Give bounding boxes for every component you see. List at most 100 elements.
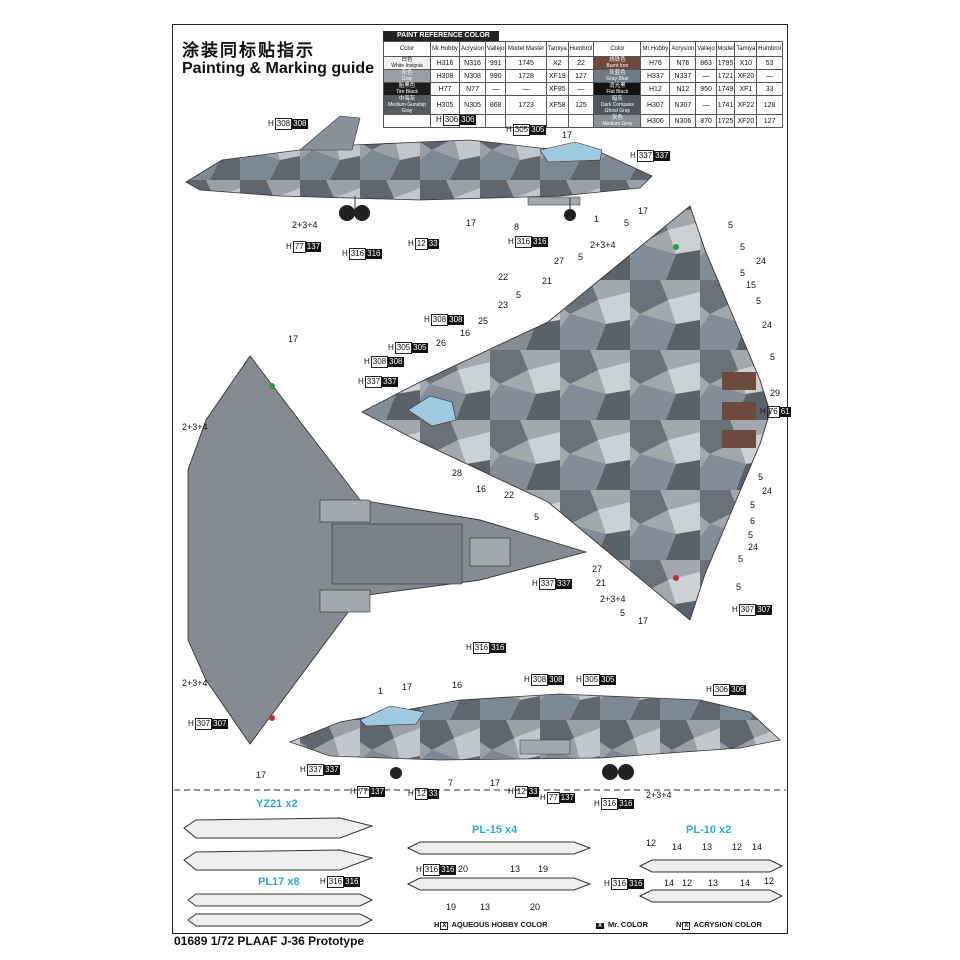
- callout-16: 16: [460, 328, 471, 338]
- callout-13-c: 13: [702, 842, 713, 852]
- callout-5: 5: [624, 218, 630, 228]
- callout-27: 27: [554, 256, 565, 266]
- callout-26: 26: [436, 338, 447, 348]
- callout-17-g: 17: [402, 682, 413, 692]
- swatch-cn: 中海灰: [398, 96, 416, 102]
- callout-2-3-4-b: 2+3+4: [590, 240, 616, 250]
- callout-16-c: 16: [452, 680, 463, 690]
- callout-5-f: 5: [770, 352, 776, 362]
- table-cell: —: [485, 82, 507, 96]
- callout-24-b: 24: [762, 320, 773, 330]
- callout-14-c: 14: [664, 878, 675, 888]
- weapon-label-pl15: PL-15 x4: [472, 824, 518, 836]
- callout-17-d: 17: [288, 334, 299, 344]
- swatch-cn: 消光黑: [609, 83, 626, 89]
- callout-13-b: 13: [480, 902, 491, 912]
- callout-23: 23: [498, 300, 509, 310]
- callout-5-k: 5: [750, 500, 756, 510]
- weapon-label-pl17: PL17 x8: [258, 876, 300, 888]
- callout-5-c: 5: [740, 242, 746, 252]
- callout-24-d: 24: [748, 542, 759, 552]
- footer-kit-title: 01689 1/72 PLAAF J-36 Prototype: [174, 934, 365, 948]
- table-cell: N306: [669, 114, 697, 128]
- title-english: Painting & Marking guide: [182, 60, 375, 77]
- swatch-cn: 暗灰: [611, 96, 623, 102]
- callout-19-b: 19: [446, 902, 457, 912]
- bottom-view: [187, 355, 588, 745]
- swatch-cn: 灰色: [611, 115, 623, 121]
- callout-20-b: 20: [530, 902, 541, 912]
- table-cell: 127: [756, 114, 783, 128]
- callout-14-b: 14: [752, 842, 763, 852]
- sheet-frame: [172, 24, 788, 934]
- weapon-label-pl10: PL-10 x2: [686, 824, 732, 836]
- swatch-en: White Insignia: [391, 63, 423, 69]
- callout-5-l: 5: [748, 530, 754, 540]
- callout-25: 25: [478, 316, 489, 326]
- swatch-cn: 灰色: [401, 70, 413, 76]
- swatch-en: Dark Compass Ghost Gray: [600, 102, 634, 114]
- callout-14: 14: [672, 842, 683, 852]
- table-cell: 870: [695, 114, 717, 128]
- callout-28: 28: [452, 468, 463, 478]
- callout-2-3-4-e: 2+3+4: [182, 678, 208, 688]
- callout-17-e: 17: [638, 616, 649, 626]
- top-view: [361, 205, 771, 621]
- swatch-cn: 白色: [401, 57, 413, 63]
- side-view-top: [185, 115, 653, 221]
- swatch-en: Burnt Iron: [606, 63, 629, 69]
- callout-12: 12: [646, 838, 657, 848]
- callout-13-d: 13: [708, 878, 719, 888]
- callout-1-b: 1: [378, 686, 384, 696]
- callout-12-b: 12: [732, 842, 743, 852]
- callout-5-g: 5: [578, 252, 584, 262]
- swatch-en: Flat Black: [606, 89, 629, 95]
- swatch-en: Medium Grey: [602, 121, 633, 127]
- table-cell: 1725: [715, 114, 736, 128]
- callout-5-b: 5: [728, 220, 734, 230]
- callout-2-3-4-d: 2+3+4: [600, 594, 626, 604]
- callout-12-c: 12: [682, 878, 693, 888]
- callout-20: 20: [458, 864, 469, 874]
- callout-5-d: 5: [740, 268, 746, 278]
- callout-21: 21: [542, 276, 553, 286]
- callout-17-f: 17: [256, 770, 267, 780]
- swatch-en: Gray Blue: [606, 76, 629, 82]
- callout-13: 13: [510, 864, 521, 874]
- swatch-en: Tire Black: [395, 89, 419, 95]
- weapons-drawings: [183, 817, 784, 927]
- callout-22-b: 22: [504, 490, 515, 500]
- callout-19: 19: [538, 864, 549, 874]
